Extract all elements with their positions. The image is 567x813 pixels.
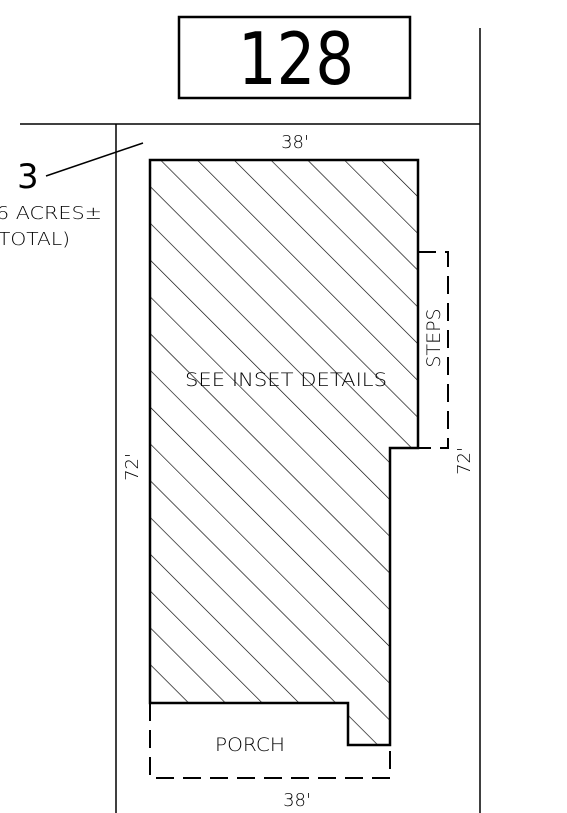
porch-outline [149,703,391,779]
steps-outline [418,251,449,449]
dimension-left: 72' [122,453,143,481]
building-footprint [148,158,420,747]
lot-number: 3 [17,157,39,197]
inset-details-label: SEE INSET DETAILS [185,369,387,391]
house-number: 128 [238,17,354,101]
dimension-bottom: 38' [283,790,311,811]
porch-label-bg [206,728,298,758]
lot-area-note: TOTAL) [0,229,70,250]
dimension-top: 38' [281,132,309,153]
lot-leader-line [45,142,144,177]
dimension-right: 72' [454,447,475,475]
lot-area: 6 ACRES± [0,203,102,224]
steps-label: STEPS [423,308,445,367]
house-number-box [177,15,412,100]
porch-label: PORCH [215,734,285,756]
